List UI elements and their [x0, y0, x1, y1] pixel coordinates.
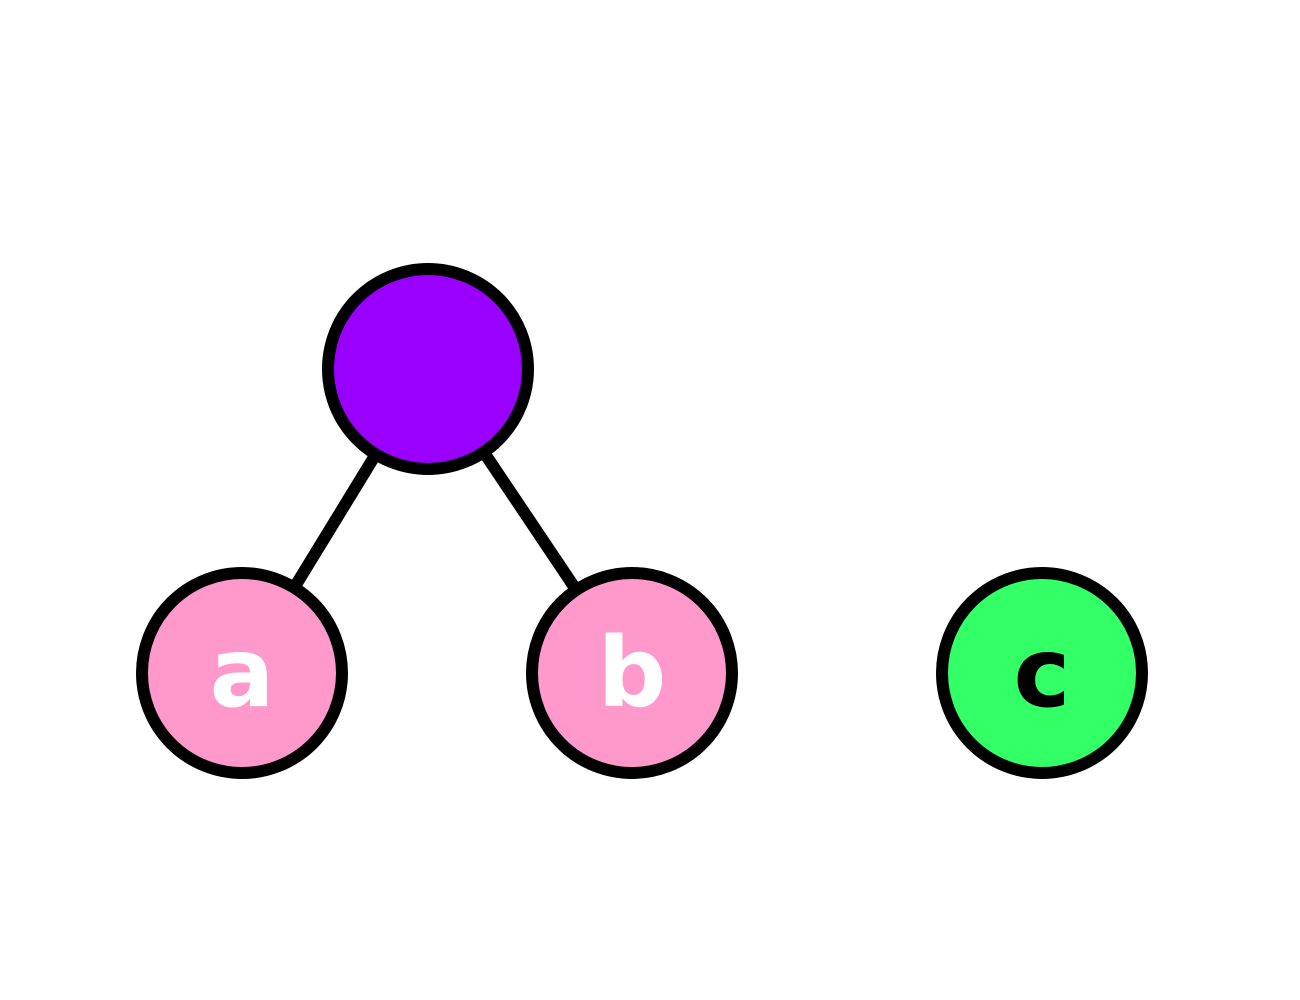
node-a-label: a: [210, 617, 275, 729]
node-a: a: [136, 567, 348, 779]
node-root: [322, 263, 534, 475]
node-a-circle: [136, 567, 348, 779]
node-c-label: c: [1014, 617, 1071, 729]
node-b: b: [526, 567, 738, 779]
node-root-circle: [322, 263, 534, 475]
node-b-circle: [526, 567, 738, 779]
node-c-circle: [936, 567, 1148, 779]
node-b-label: b: [598, 617, 667, 729]
node-c: c: [936, 567, 1148, 779]
nodes-layer: a b c: [136, 263, 1148, 779]
